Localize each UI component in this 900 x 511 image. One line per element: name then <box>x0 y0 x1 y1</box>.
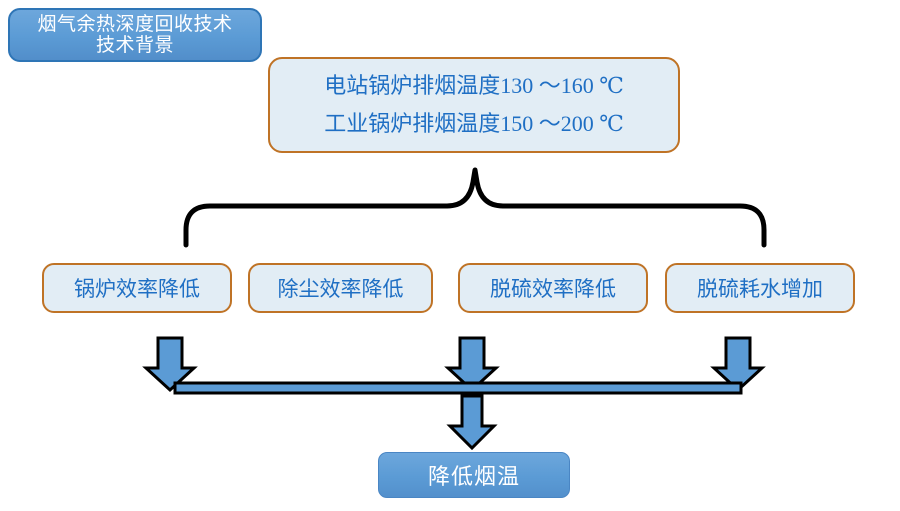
down-arrow-middle <box>444 336 500 393</box>
effect-label: 脱硫耗水增加 <box>697 277 823 301</box>
flue-gas-temperature-info-box: 电站锅炉排烟温度130 ～160 ℃ 工业锅炉排烟温度150 ～200 ℃ <box>268 57 680 153</box>
title-badge-line-2: 技术背景 <box>95 35 174 56</box>
effect-box-desulfurization-efficiency: 脱硫效率降低 <box>458 263 648 313</box>
effect-box-boiler-efficiency: 锅炉效率降低 <box>42 263 232 313</box>
effect-label: 除尘效率降低 <box>277 277 404 301</box>
flow-arrows-group <box>142 336 766 451</box>
down-arrow-left <box>142 336 198 393</box>
title-badge-line-1: 烟气余热深度回收技术 <box>37 13 233 35</box>
down-arrow-to-result <box>446 394 498 451</box>
down-arrow-right <box>710 336 766 393</box>
result-box-reduce-flue-gas-temperature: 降低烟温 <box>378 452 570 498</box>
effect-box-dust-removal-efficiency: 除尘效率降低 <box>248 263 433 313</box>
curly-brace-connector <box>183 167 767 248</box>
brace-path <box>183 167 767 248</box>
title-badge: 烟气余热深度回收技术 技术背景 <box>8 8 262 62</box>
info-box-row-2: 工业锅炉排烟温度150 ～200 ℃ <box>324 111 624 136</box>
result-box-label: 降低烟温 <box>427 464 520 489</box>
effect-label: 脱硫效率降低 <box>490 277 616 301</box>
info-box-row-1: 电站锅炉排烟温度130 ～160 ℃ <box>324 73 624 99</box>
effect-box-desulfurization-water-consumption: 脱硫耗水增加 <box>665 263 855 313</box>
merge-bar <box>173 381 743 395</box>
effect-label: 锅炉效率降低 <box>74 277 200 301</box>
